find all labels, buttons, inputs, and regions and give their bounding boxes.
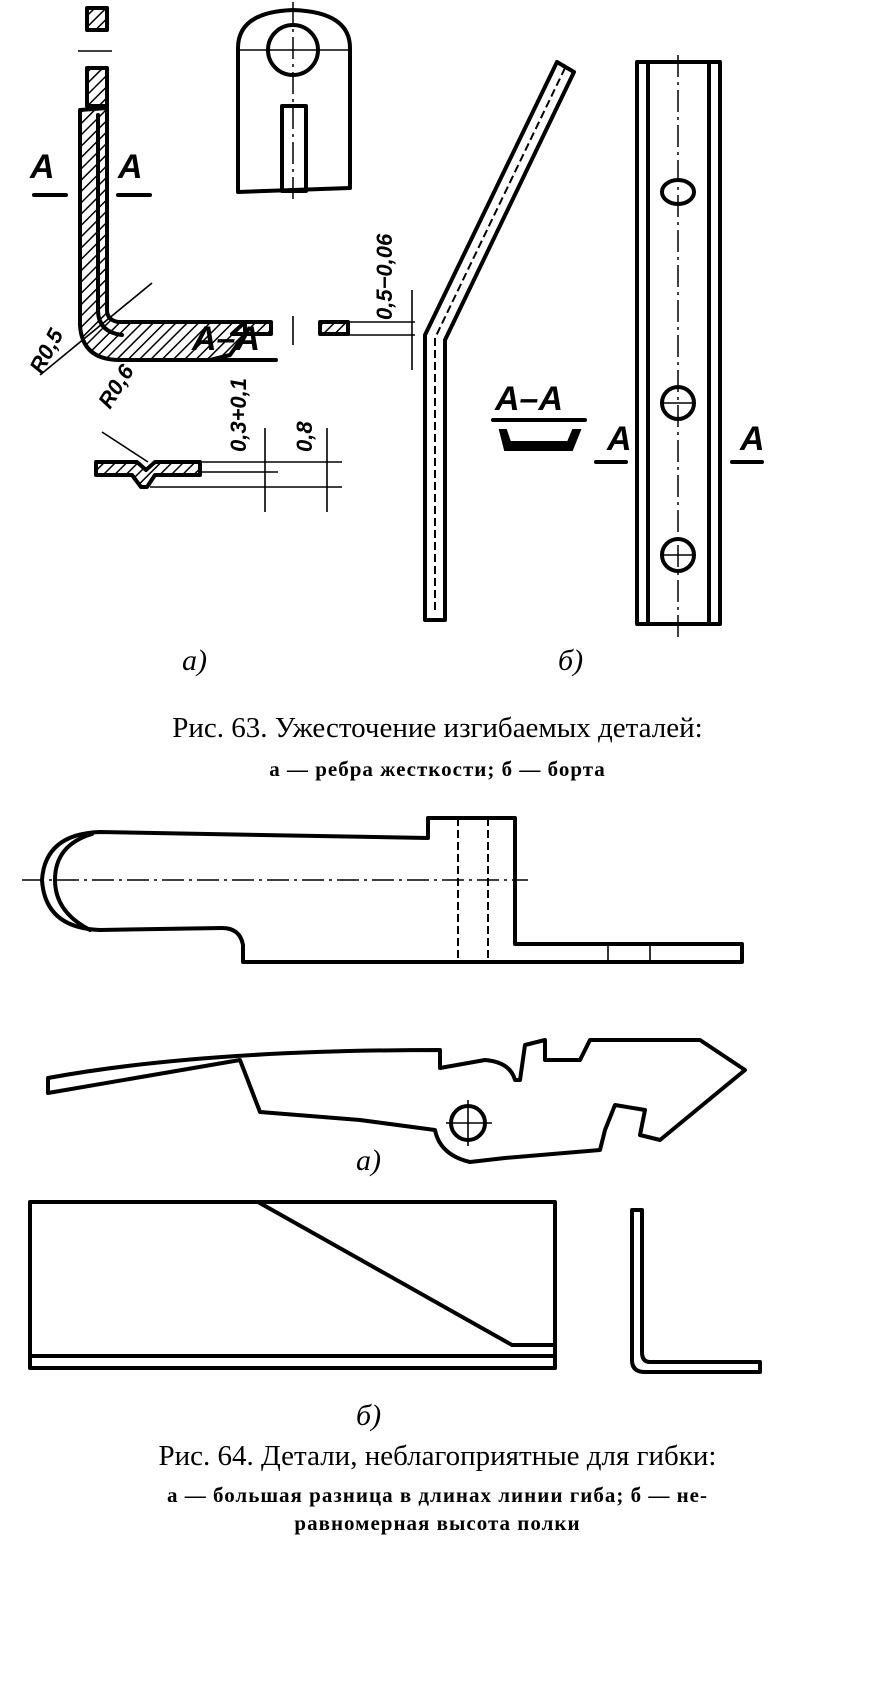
fig64-caption-title: Рис. 64. Детали, неблагоприятные для гиб… [158, 1440, 717, 1472]
fig64b-angle-profile [630, 1208, 762, 1374]
fig63b-flanged-strip-view [635, 55, 722, 640]
section-mark-a-right: А [117, 148, 143, 186]
section-mark-b-right: А [739, 420, 765, 458]
fig63-caption-title: Рис. 63. Ужесточение изгибаемых деталей: [172, 712, 703, 744]
fig63b-bent-strip [423, 60, 576, 622]
section-title-b: А–А [494, 380, 563, 418]
fig63a-top-view [236, 2, 352, 202]
section-mark-b-left: А [606, 420, 632, 458]
fig63-sublabel-b: б) [558, 644, 583, 677]
radius-dimension-rib: R0,6 [93, 359, 139, 412]
fig64-caption-legend-1: а — большая разница в длинах линии гиба;… [166, 1483, 708, 1507]
section-mark-a-left: А [29, 148, 55, 186]
radius-dimension: R0,5 [24, 324, 68, 377]
section-title-a: А–А [191, 320, 260, 358]
fig64-caption-legend-2: равномерная высота полки [294, 1511, 581, 1535]
flange-section-profile [498, 429, 582, 451]
fig63-sublabel-a: а) [182, 644, 207, 677]
fig63a-rib-section [94, 428, 342, 512]
total-thickness-dimension: 0,8 [292, 421, 317, 452]
thickness-dimension: 0,5−0,06 [372, 233, 397, 320]
fig64a-lever-part [46, 1038, 747, 1164]
fig64b-flat-part [28, 1200, 557, 1370]
fig64-sublabel-a: а) [356, 1144, 381, 1177]
rib-height-dimension: 0,3+0,1 [226, 378, 251, 452]
fig64-sublabel-b: б) [356, 1399, 381, 1432]
fig63-caption-legend: а — ребра жесткости; б — борта [269, 757, 606, 781]
fig63a-bent-part-section [39, 6, 415, 376]
fig64a-top-part [22, 816, 744, 964]
